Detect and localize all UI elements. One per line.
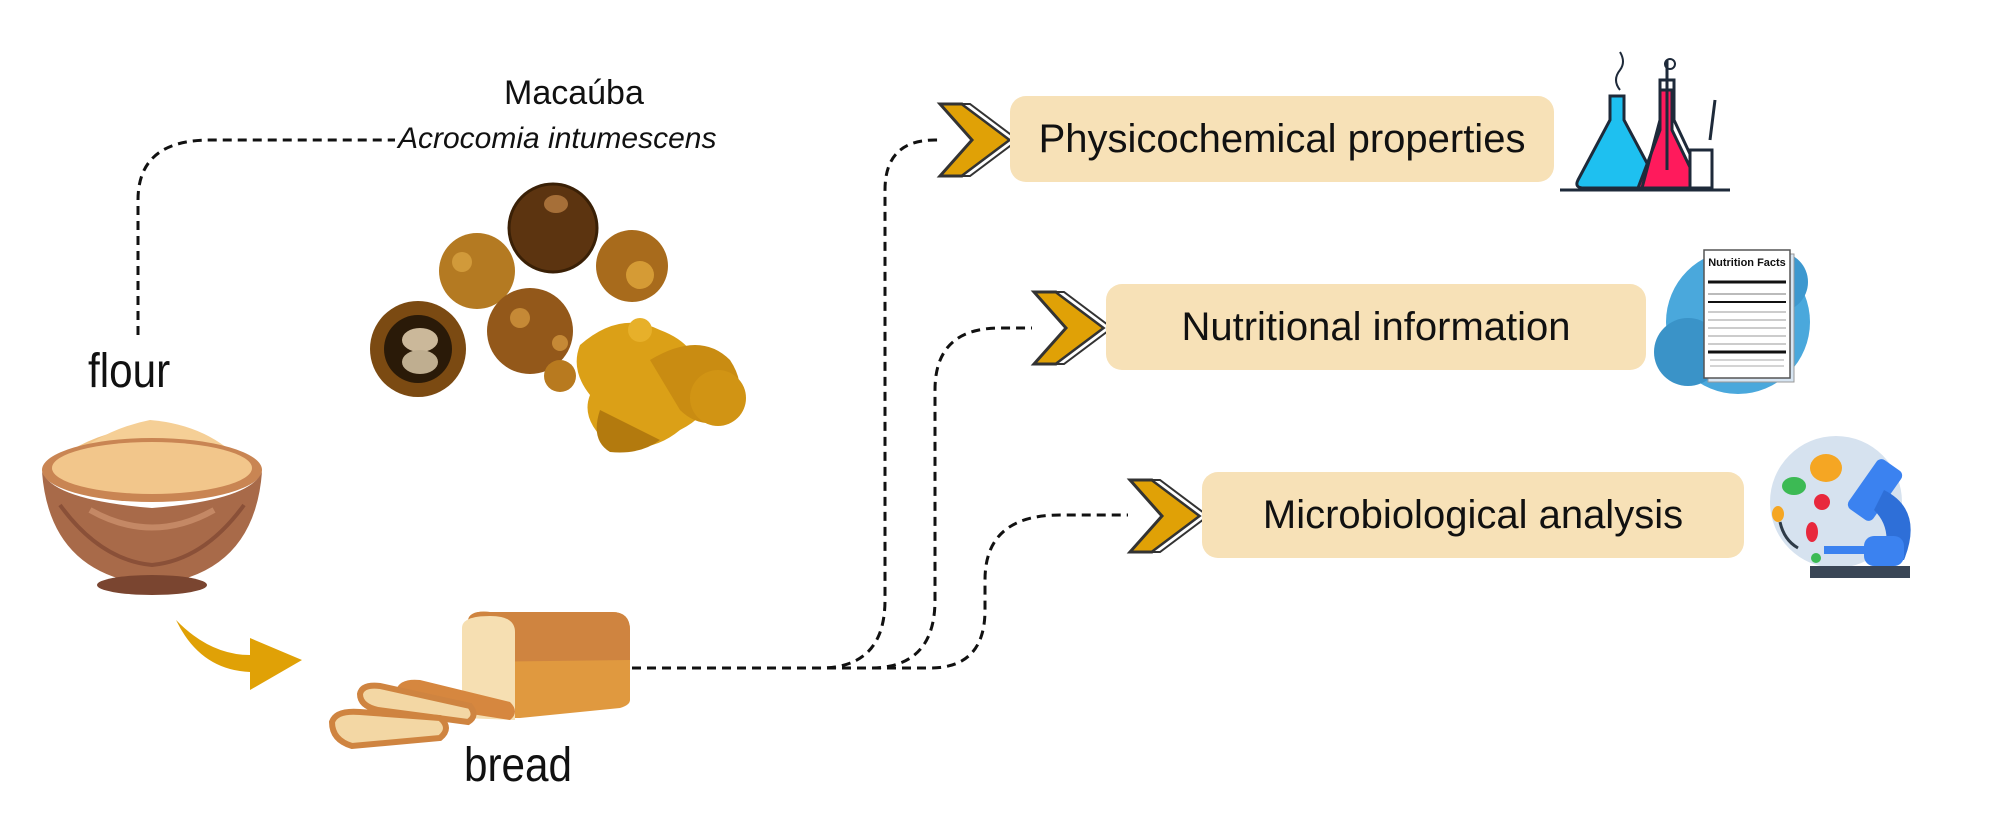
analysis-label-nutritional: Nutritional information xyxy=(1181,304,1571,349)
chevron-icon-nutritional xyxy=(1030,290,1114,366)
source-common-name: Macaúba xyxy=(504,74,644,112)
source-scientific-name: Acrocomia intumescens xyxy=(398,122,717,155)
connector-bread-to-nutritional xyxy=(632,326,1032,670)
nutrition-facts-title: Nutrition Facts xyxy=(1708,257,1786,269)
connector-flour-to-macauba xyxy=(136,138,395,335)
bread-label: bread xyxy=(464,739,573,792)
analysis-box-nutritional: Nutritional information xyxy=(1106,284,1646,370)
chevron-icon-physicochemical xyxy=(936,102,1020,178)
analysis-box-microbiological: Microbiological analysis xyxy=(1202,472,1744,558)
bread-illustration xyxy=(328,611,630,750)
analysis-box-physicochemical: Physicochemical properties xyxy=(1010,96,1554,182)
analysis-label-microbiological: Microbiological analysis xyxy=(1262,492,1684,537)
macauba-fruits-illustration xyxy=(370,182,746,453)
lab-flasks-icon xyxy=(1560,51,1730,192)
flour-bowl-illustration xyxy=(42,420,262,595)
nutrition-facts-icon: Nutrition Facts xyxy=(1654,249,1810,394)
analysis-label-physicochemical: Physicochemical properties xyxy=(1038,116,1526,161)
microscope-icon xyxy=(1770,436,1911,578)
connector-bread-to-physicochemical xyxy=(632,138,940,670)
process-arrow-icon xyxy=(176,620,302,690)
connector-bread-to-microbiological xyxy=(632,513,1128,670)
chevron-icon-microbiological xyxy=(1126,478,1210,554)
flour-label: flour xyxy=(88,345,171,398)
